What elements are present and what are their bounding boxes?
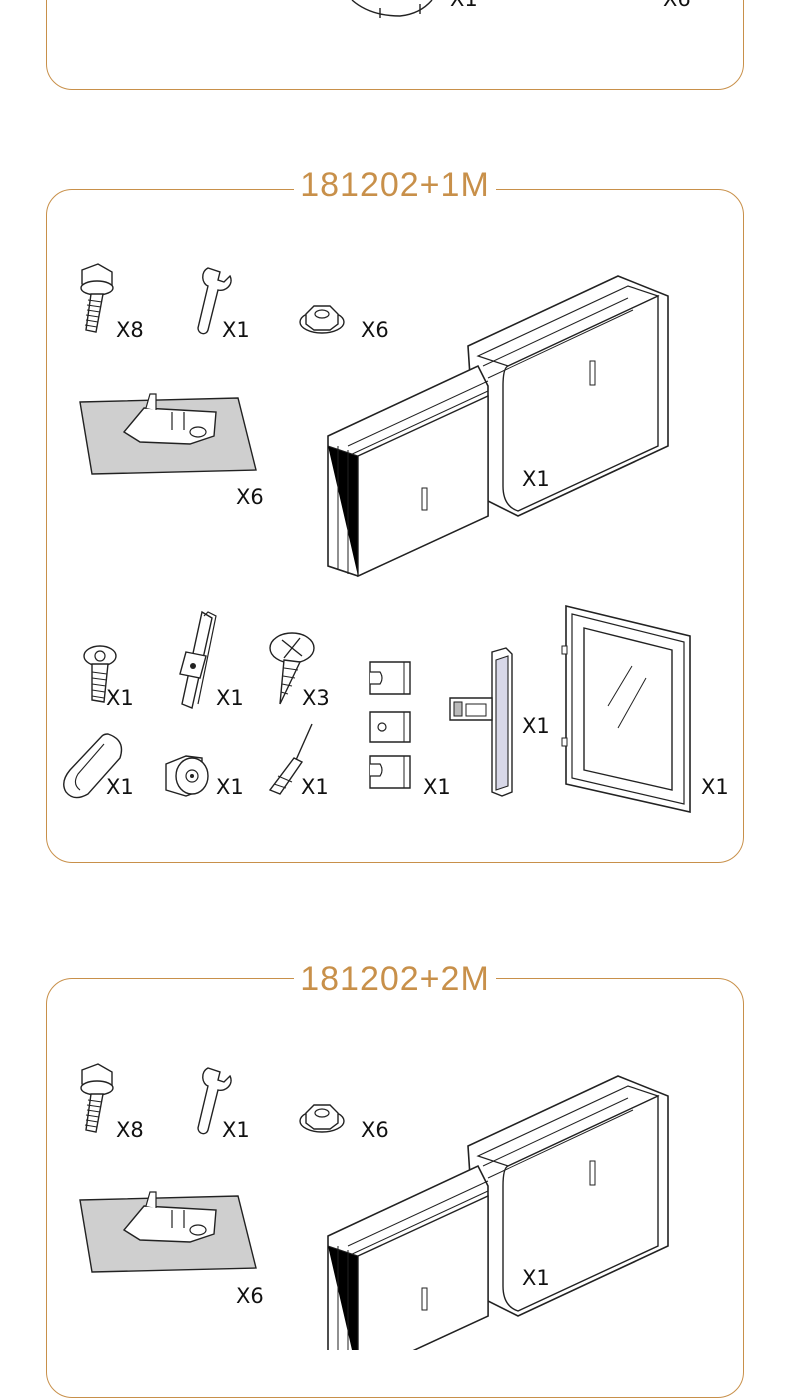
s2-nut-qty: X6 [361, 1118, 389, 1142]
wood-screw-icon [270, 633, 314, 704]
top-qty-1: X1 [450, 0, 478, 11]
roller-icon [166, 756, 208, 796]
section-2-title: 181202+2M [0, 960, 790, 999]
nut-icon [299, 1104, 345, 1133]
screw-icon [84, 646, 116, 702]
s2-module-qty: X1 [522, 1266, 550, 1290]
clip-icon [370, 662, 410, 788]
bolt-icon [80, 1063, 114, 1133]
s1-cap-qty: X1 [106, 775, 134, 799]
screwdriver-icon [270, 724, 312, 794]
bracket-icon [180, 612, 216, 708]
s1-roller-qty: X1 [216, 775, 244, 799]
s1-clips-qty: X1 [423, 775, 451, 799]
s1-module-qty: X1 [522, 467, 550, 491]
s1-wood-screw-qty: X3 [302, 686, 330, 710]
top-panel-art [352, 0, 432, 18]
parts-illustration [0, 0, 790, 1350]
top-qty-2: X6 [663, 0, 691, 11]
s2-plate-qty: X6 [236, 1284, 264, 1308]
s1-screwdriver-qty: X1 [301, 775, 329, 799]
s1-nut-qty: X6 [361, 318, 389, 342]
section-1-title: 181202+1M [0, 166, 790, 205]
s1-wrench-qty: X1 [222, 318, 250, 342]
parts-illustration-2 [79, 1063, 669, 1350]
cap-icon [64, 734, 122, 798]
s1-bolt-qty: X8 [116, 318, 144, 342]
handle-icon [450, 648, 512, 796]
s2-bolt-qty: X8 [116, 1118, 144, 1142]
s1-mirror-qty: X1 [701, 775, 729, 799]
s1-plate-qty: X6 [236, 485, 264, 509]
s1-screw-qty: X1 [106, 686, 134, 710]
s1-bracket-qty: X1 [216, 686, 244, 710]
s2-wrench-qty: X1 [222, 1118, 250, 1142]
s1-handle-qty: X1 [522, 714, 550, 738]
mirror-icon [562, 606, 690, 812]
mounting-plate-icon [79, 1191, 257, 1273]
top-panel [46, 0, 744, 90]
